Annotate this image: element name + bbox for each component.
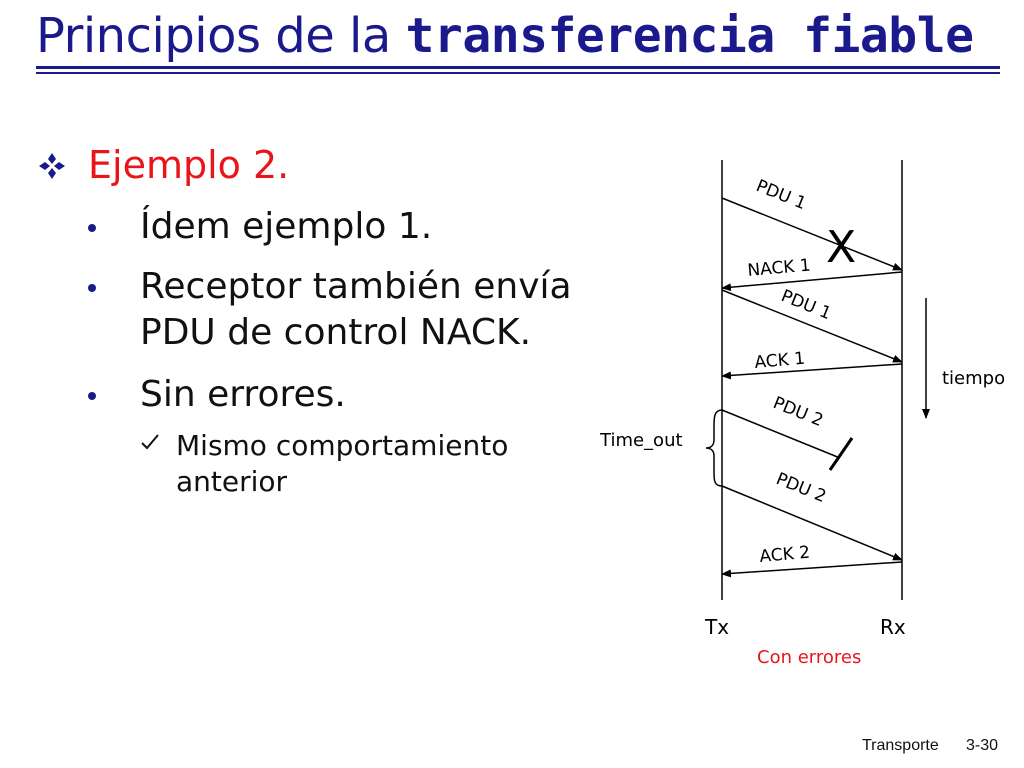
message-arrow-nack1 (721, 271, 903, 292)
bullet-dot-icon (88, 284, 96, 292)
sub-bullet-line-1: Mismo comportamiento (176, 429, 509, 462)
message-label: PDU 2 (773, 469, 829, 507)
diagram-caption: Con errores (757, 647, 861, 668)
message-label: ACK 2 (759, 543, 811, 567)
footer-section: Transporte (862, 737, 939, 754)
checkmark-icon (141, 434, 159, 450)
message-label: PDU 1 (778, 286, 834, 324)
rx-label: Rx (880, 615, 906, 639)
message-arrow-ack2 (721, 561, 903, 578)
bullet-text-2: Receptor también envía (140, 266, 572, 307)
message-label: ACK 1 (754, 349, 806, 373)
message-arrow-pdu1 (721, 197, 903, 271)
error-mark: X (826, 222, 856, 273)
message-arrow-pdu1-retry (721, 289, 903, 363)
timeout-label: Time_out (599, 430, 683, 451)
bullet-text-3: Sin errores. (140, 374, 346, 415)
bullet-text-1: Ídem ejemplo 1. (140, 206, 433, 247)
footer-page-number: 3-30 (966, 737, 999, 754)
message-arrow-pdu2-retry (721, 485, 903, 561)
message-label: NACK 1 (747, 256, 812, 281)
sub-bullet-line-2: anterior (176, 465, 288, 498)
bullet-dot-icon (88, 392, 96, 400)
title-underline-secondary (36, 72, 1000, 74)
example-heading: Ejemplo 2. (88, 143, 290, 187)
timeout-brace (705, 409, 723, 487)
title-normal: Principios de la (36, 8, 406, 64)
message-arrow-ack1 (721, 363, 903, 380)
bullet-text-2-cont: PDU de control NACK. (140, 312, 532, 353)
slide-title: Principios de la transferencia fiable (36, 6, 974, 66)
time-label: tiempo (942, 368, 1005, 389)
message-label: PDU 1 (753, 176, 809, 214)
title-underline (36, 66, 1000, 69)
bullet-dot-icon (88, 224, 96, 232)
lost-mark (828, 437, 854, 471)
message-label: PDU 2 (770, 393, 826, 431)
message-arrow-pdu2-lost (721, 409, 841, 459)
title-bold: transferencia fiable (405, 8, 974, 64)
diamond-bullet-icon (39, 153, 65, 179)
tx-label: Tx (704, 615, 729, 639)
